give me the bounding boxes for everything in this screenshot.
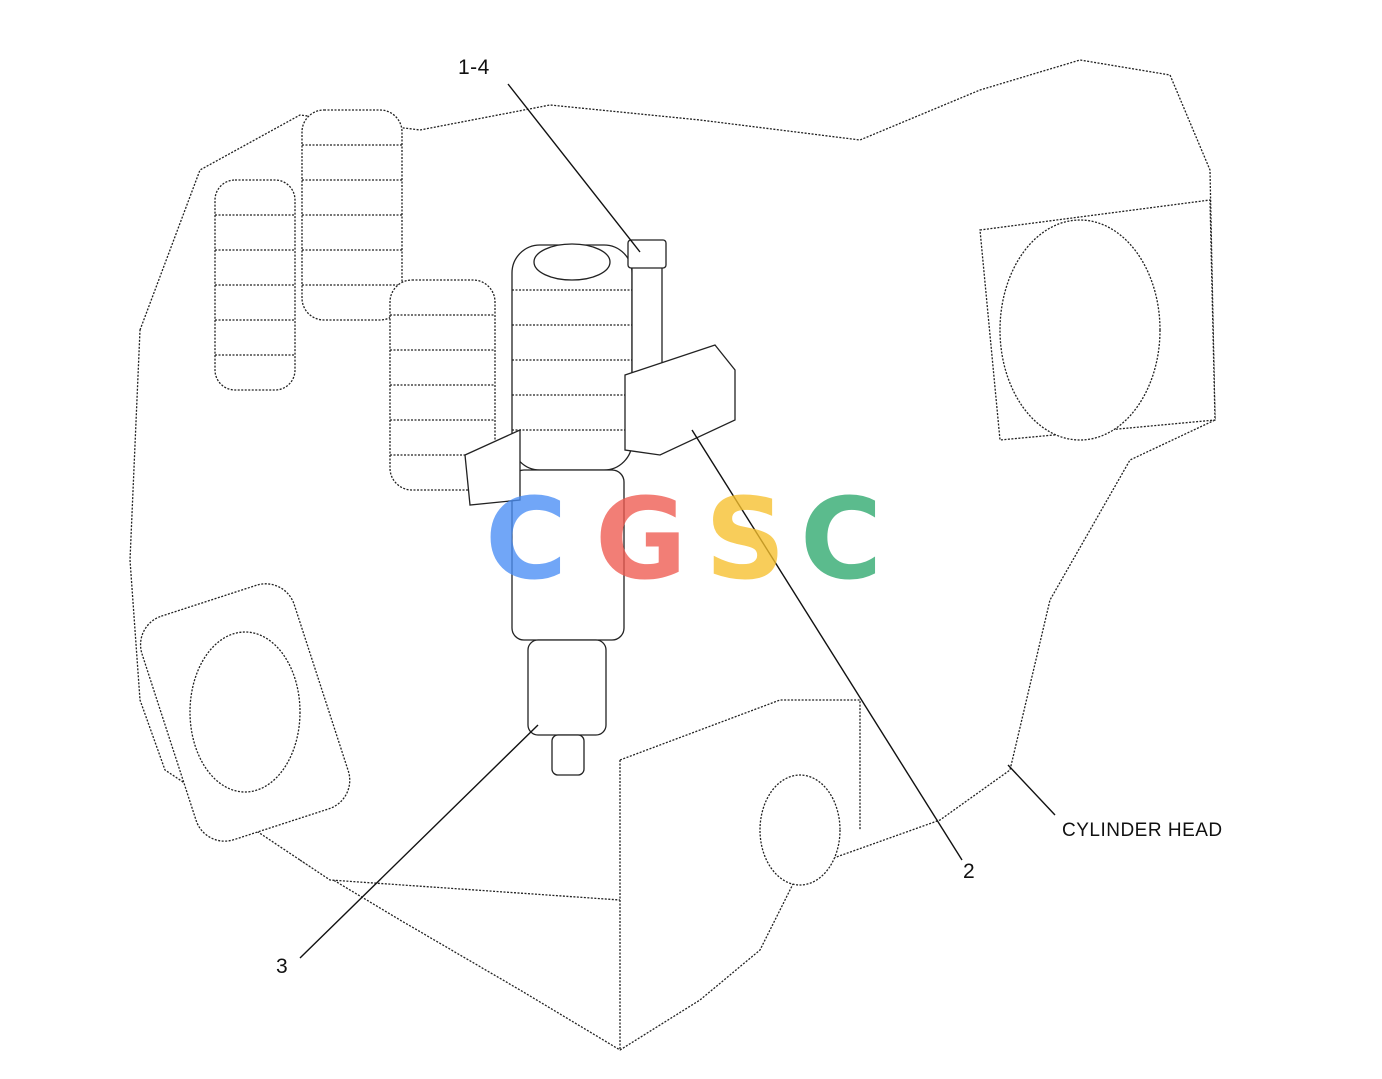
leader-line-cylinder-head bbox=[1007, 764, 1056, 816]
watermark-letter-2: G bbox=[595, 475, 687, 605]
valve-spring-2 bbox=[301, 109, 403, 321]
callout-1-4: 1-4 bbox=[458, 56, 490, 79]
leader-line-1-4 bbox=[507, 83, 641, 253]
port-flanges bbox=[139, 199, 1216, 886]
valve-springs bbox=[214, 109, 496, 491]
callout-cylinder-head: CYLINDER HEAD bbox=[1062, 820, 1223, 841]
injector-clamp-and-bolt bbox=[624, 239, 736, 456]
watermark-letter-1: C bbox=[485, 475, 567, 605]
leader-lines bbox=[299, 83, 1056, 959]
callout-2: 2 bbox=[963, 860, 976, 883]
watermark: C G S C bbox=[485, 475, 882, 605]
leader-line-3 bbox=[299, 724, 539, 959]
watermark-letter-4: C bbox=[800, 475, 882, 605]
watermark-letter-3: S bbox=[705, 475, 786, 605]
unit-injector bbox=[464, 243, 633, 776]
callout-3: 3 bbox=[276, 955, 289, 978]
valve-spring-3 bbox=[389, 279, 496, 491]
valve-spring-1 bbox=[214, 179, 296, 391]
leader-line-2 bbox=[691, 429, 963, 861]
